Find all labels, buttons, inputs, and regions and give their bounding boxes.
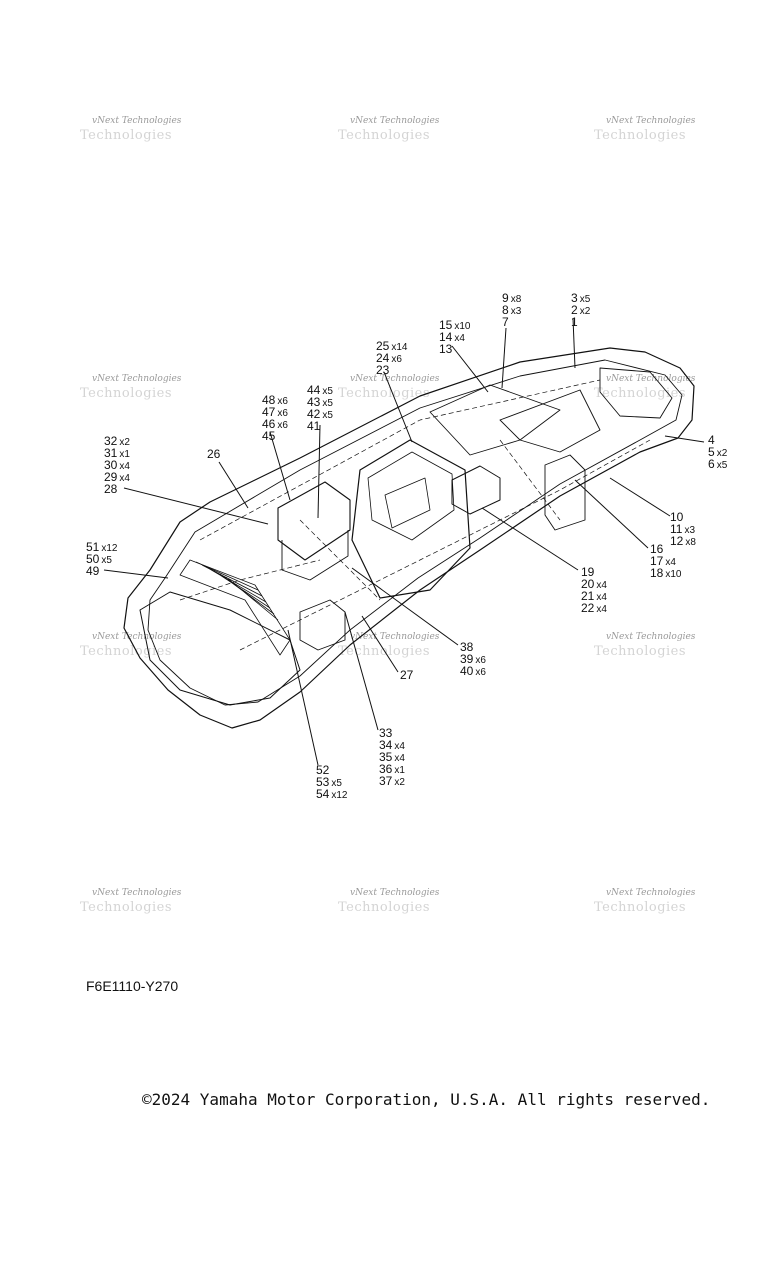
callout-group-15: 27 [400, 668, 414, 682]
watermark-text: vNext Technologies [606, 888, 696, 898]
leader-line [287, 629, 319, 766]
hull-outline [123, 347, 695, 729]
watermark-text-faint: Technologies [594, 644, 687, 659]
watermark-text-faint: Technologies [338, 128, 431, 143]
watermark-text: vNext Technologies [92, 116, 182, 126]
watermark-text: vNext Technologies [606, 374, 696, 384]
leader-line [103, 569, 169, 579]
leader-line [501, 327, 507, 389]
console [351, 439, 471, 599]
watermark-text-faint: Technologies [80, 386, 173, 401]
watermark-text-faint: Technologies [80, 128, 173, 143]
watermark-text: vNext Technologies [350, 116, 440, 126]
watermark-text-faint: Technologies [594, 386, 687, 401]
watermark-text: vNext Technologies [92, 374, 182, 384]
copyright-notice: ©2024 Yamaha Motor Corporation, U.S.A. A… [142, 1090, 711, 1109]
leader-line [317, 424, 321, 519]
callout-group-8: 26 [207, 447, 221, 461]
leader-line [361, 615, 399, 673]
watermark-text: vNext Technologies [606, 116, 696, 126]
console-face [367, 451, 455, 541]
leader-line [451, 345, 489, 393]
bow-panel [429, 384, 561, 456]
watermark-text-faint: Technologies [338, 386, 431, 401]
bow-hatch [599, 367, 673, 419]
boarding-step [299, 599, 346, 651]
leader-line [344, 611, 379, 731]
leader-line [218, 461, 249, 509]
seat-box [277, 481, 351, 561]
watermark-text-faint: Technologies [594, 900, 687, 915]
watermark-text: vNext Technologies [350, 632, 440, 642]
leader-line [123, 487, 269, 525]
leader-line [572, 317, 576, 369]
watermark-text-faint: Technologies [594, 128, 687, 143]
bow-deck-plate [499, 389, 601, 453]
deck-rim [147, 359, 683, 706]
leader-line [574, 479, 649, 549]
watermark-text: vNext Technologies [606, 632, 696, 642]
watermark-text: vNext Technologies [350, 888, 440, 898]
watermark-text: vNext Technologies [350, 374, 440, 384]
part-code: F6E1110-Y270 [86, 978, 179, 994]
watermark-text: vNext Technologies [92, 888, 182, 898]
side-console [544, 454, 586, 531]
swim-platform [139, 591, 301, 706]
watermark-text: vNext Technologies [92, 632, 182, 642]
leader-line [664, 435, 705, 443]
leader-line [383, 371, 413, 443]
watermark-text-faint: Technologies [80, 900, 173, 915]
seat-cushion [451, 465, 501, 515]
watermark-text-faint: Technologies [338, 644, 431, 659]
leader-line [609, 477, 671, 517]
watermark-text-faint: Technologies [338, 900, 431, 915]
leader-line [351, 567, 459, 646]
leader-line [481, 507, 579, 571]
stern-grating [179, 559, 291, 656]
leader-line [269, 431, 291, 501]
